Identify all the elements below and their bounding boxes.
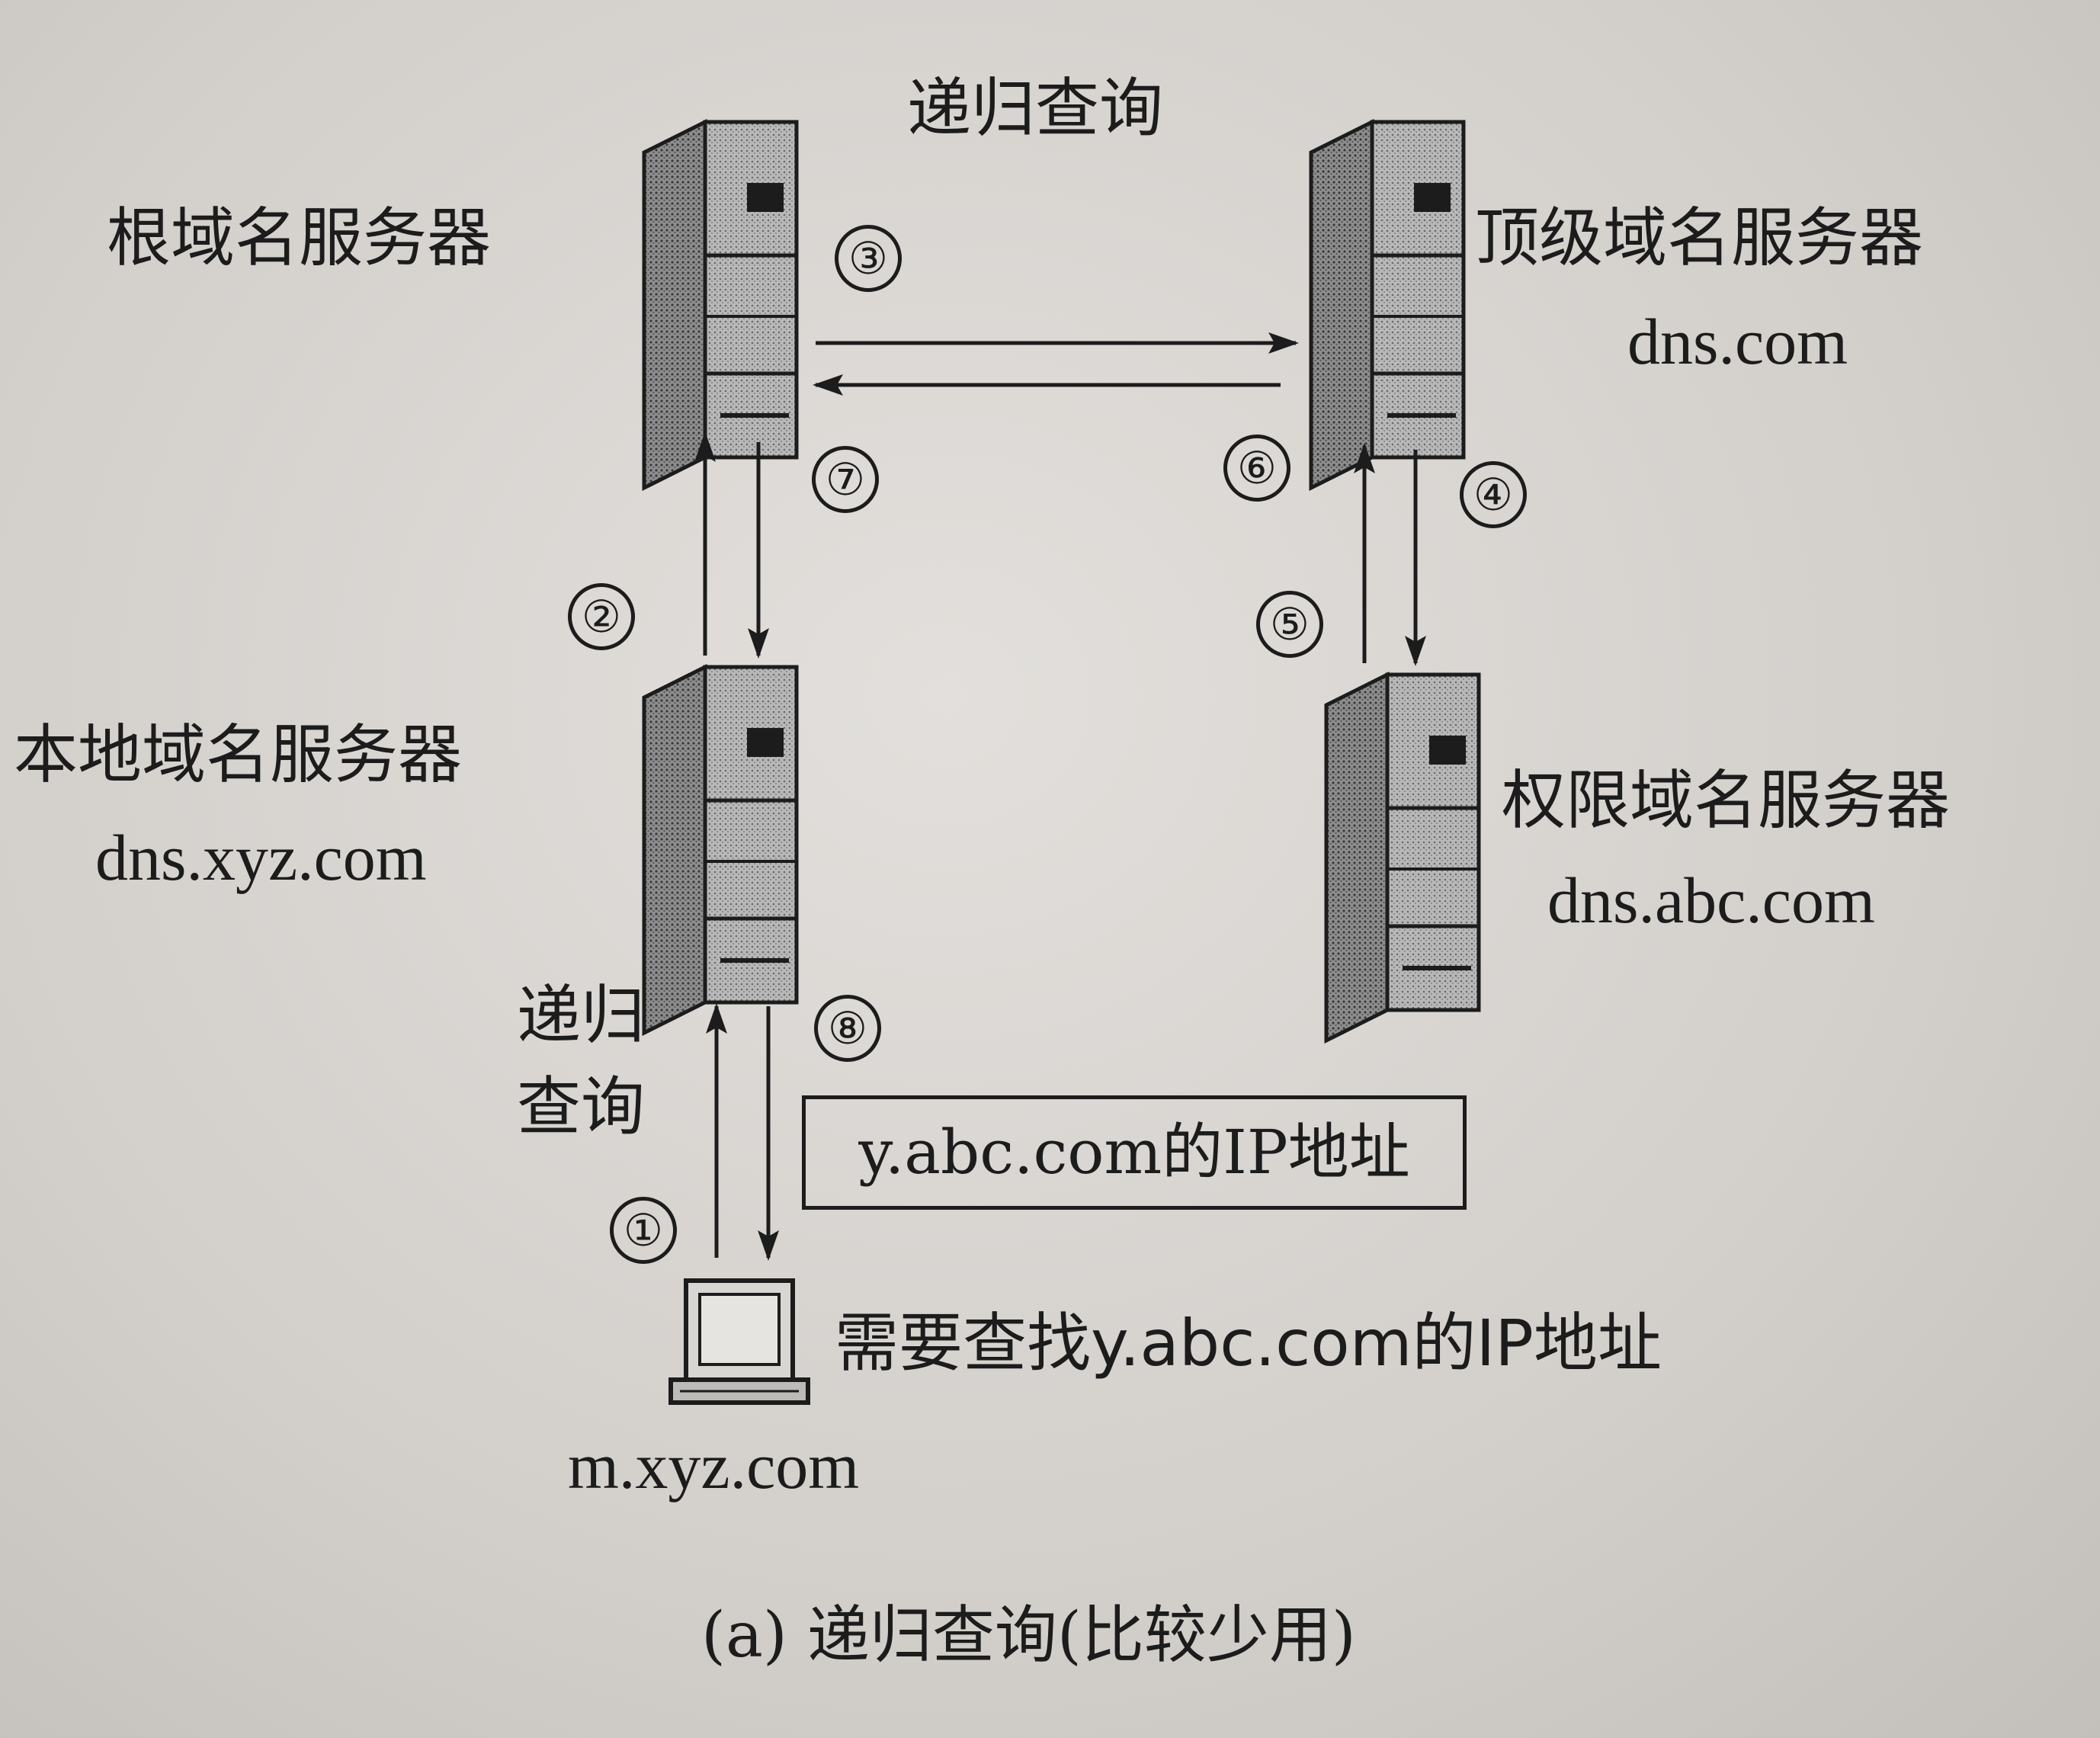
- authoritative-server-label: 权限域名服务器: [1502, 763, 1951, 838]
- answer-box: y.abc.com的IP地址: [802, 1095, 1467, 1210]
- step-number: ④: [1460, 461, 1527, 528]
- query-label-line1: 递归: [517, 978, 646, 1053]
- step-number: ③: [835, 225, 902, 292]
- step-number: ⑦: [812, 446, 879, 513]
- step-number: ⑤: [1256, 591, 1323, 658]
- tld-server-label: 顶级域名服务器: [1475, 200, 1924, 275]
- client-request-text: 需要查找y.abc.com的IP地址: [835, 1306, 1662, 1380]
- diagram-title: 递归查询: [907, 71, 1164, 146]
- local-server-icon: [644, 667, 797, 1033]
- authoritative-server-icon: [1326, 675, 1479, 1041]
- step-number: ①: [610, 1197, 677, 1264]
- answer-box-text: y.abc.com的IP地址: [858, 1117, 1410, 1188]
- authoritative-server-domain: dns.abc.com: [1547, 864, 1875, 937]
- query-label-line2: 查询: [517, 1069, 646, 1144]
- local-server-label: 本地域名服务器: [14, 717, 463, 792]
- root-server-label: 根域名服务器: [107, 200, 492, 275]
- figure-caption: (a) 递归查询(比较少用): [701, 1599, 1356, 1672]
- root-server-icon: [644, 122, 797, 488]
- local-server-domain: dns.xyz.com: [95, 821, 427, 894]
- client-computer-icon: [668, 1278, 810, 1405]
- step-number: ⑥: [1223, 434, 1290, 502]
- step-number: ⑧: [814, 995, 881, 1062]
- client-host-label: m.xyz.com: [568, 1429, 860, 1502]
- step-number: ②: [568, 583, 635, 650]
- tld-server-icon: [1311, 122, 1464, 488]
- tld-server-domain: dns.com: [1627, 305, 1848, 378]
